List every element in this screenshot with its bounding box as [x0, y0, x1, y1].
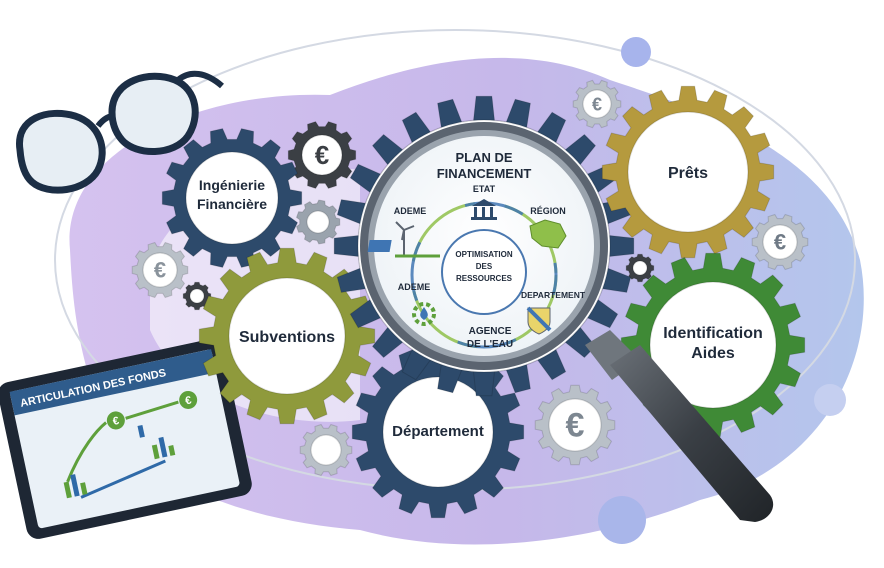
tablet-euro-icon-2: €: [184, 394, 192, 407]
small-gear-5: [625, 253, 655, 283]
gear-subventions: [198, 247, 376, 425]
small-gear-2: €: [131, 241, 189, 299]
lens-title-2: FINANCEMENT: [437, 166, 532, 181]
lens-center-1: OPTIMISATION: [455, 250, 512, 259]
small-gear-6-euro-icon: €: [774, 230, 786, 255]
small-gear-2-euro-icon: €: [154, 258, 166, 283]
wind-solar-icon: [367, 221, 440, 258]
lens-title-1: PLAN DE: [455, 150, 512, 165]
lens-etat-label: ETAT: [473, 184, 496, 194]
gear-identification-label-1: Identification: [663, 325, 763, 342]
bank-icon: [471, 199, 497, 220]
gear-ingenierie-label-1: Ingénierie: [199, 177, 265, 193]
small-gear-4: €: [572, 79, 622, 129]
small-gear-3: [182, 281, 212, 311]
tablet-euro-icon: €: [112, 415, 120, 428]
lens-agence-2: DE L'EAU: [467, 339, 513, 350]
lens-ademe-bottom-label: ADEME: [398, 282, 431, 292]
small-gear-8-euro-icon: €: [566, 407, 585, 445]
magnifier-lens: PLAN DE FINANCEMENT ETAT ADEME RÉGION OP…: [360, 122, 608, 370]
gear-prets-label: Prêts: [668, 165, 708, 182]
lens-region-label: RÉGION: [530, 206, 566, 216]
gear-prets: [601, 85, 775, 259]
lens-ademe-top-label: ADEME: [394, 206, 427, 216]
gear-departement-label: Département: [392, 423, 484, 440]
lens-departement-label: DEPARTEMENT: [521, 290, 586, 300]
gear-labels: Ingénierie Financière Subventions Départ…: [197, 165, 763, 440]
lens-center-3: RESSOURCES: [456, 274, 513, 283]
lens-agence-1: AGENCE: [469, 326, 512, 337]
lens-center-2: DES: [476, 262, 493, 271]
small-gear-dark: €: [287, 121, 357, 189]
water-gear-icon: [412, 302, 436, 326]
small-gear-6: €: [751, 213, 809, 271]
magnifier-handle: [585, 330, 774, 522]
small-gear-1: [295, 199, 341, 245]
gear-identification-label-2: Aides: [691, 345, 735, 362]
small-gear-4-euro-icon: €: [592, 94, 602, 114]
coat-of-arms-icon: [526, 306, 552, 335]
small-gear-7: [299, 423, 353, 477]
small-gear-8: €: [534, 384, 616, 466]
glasses-icon: [16, 70, 224, 194]
gear-ingenierie-label-2: Financière: [197, 196, 267, 212]
gear-subventions-label: Subventions: [239, 329, 335, 346]
gear-ingenierie: [161, 128, 303, 268]
small-gear-dark-euro-icon: €: [315, 140, 329, 170]
region-map-icon: [529, 219, 567, 249]
tablet: ARTICULATION DES FONDS € €: [0, 339, 252, 539]
